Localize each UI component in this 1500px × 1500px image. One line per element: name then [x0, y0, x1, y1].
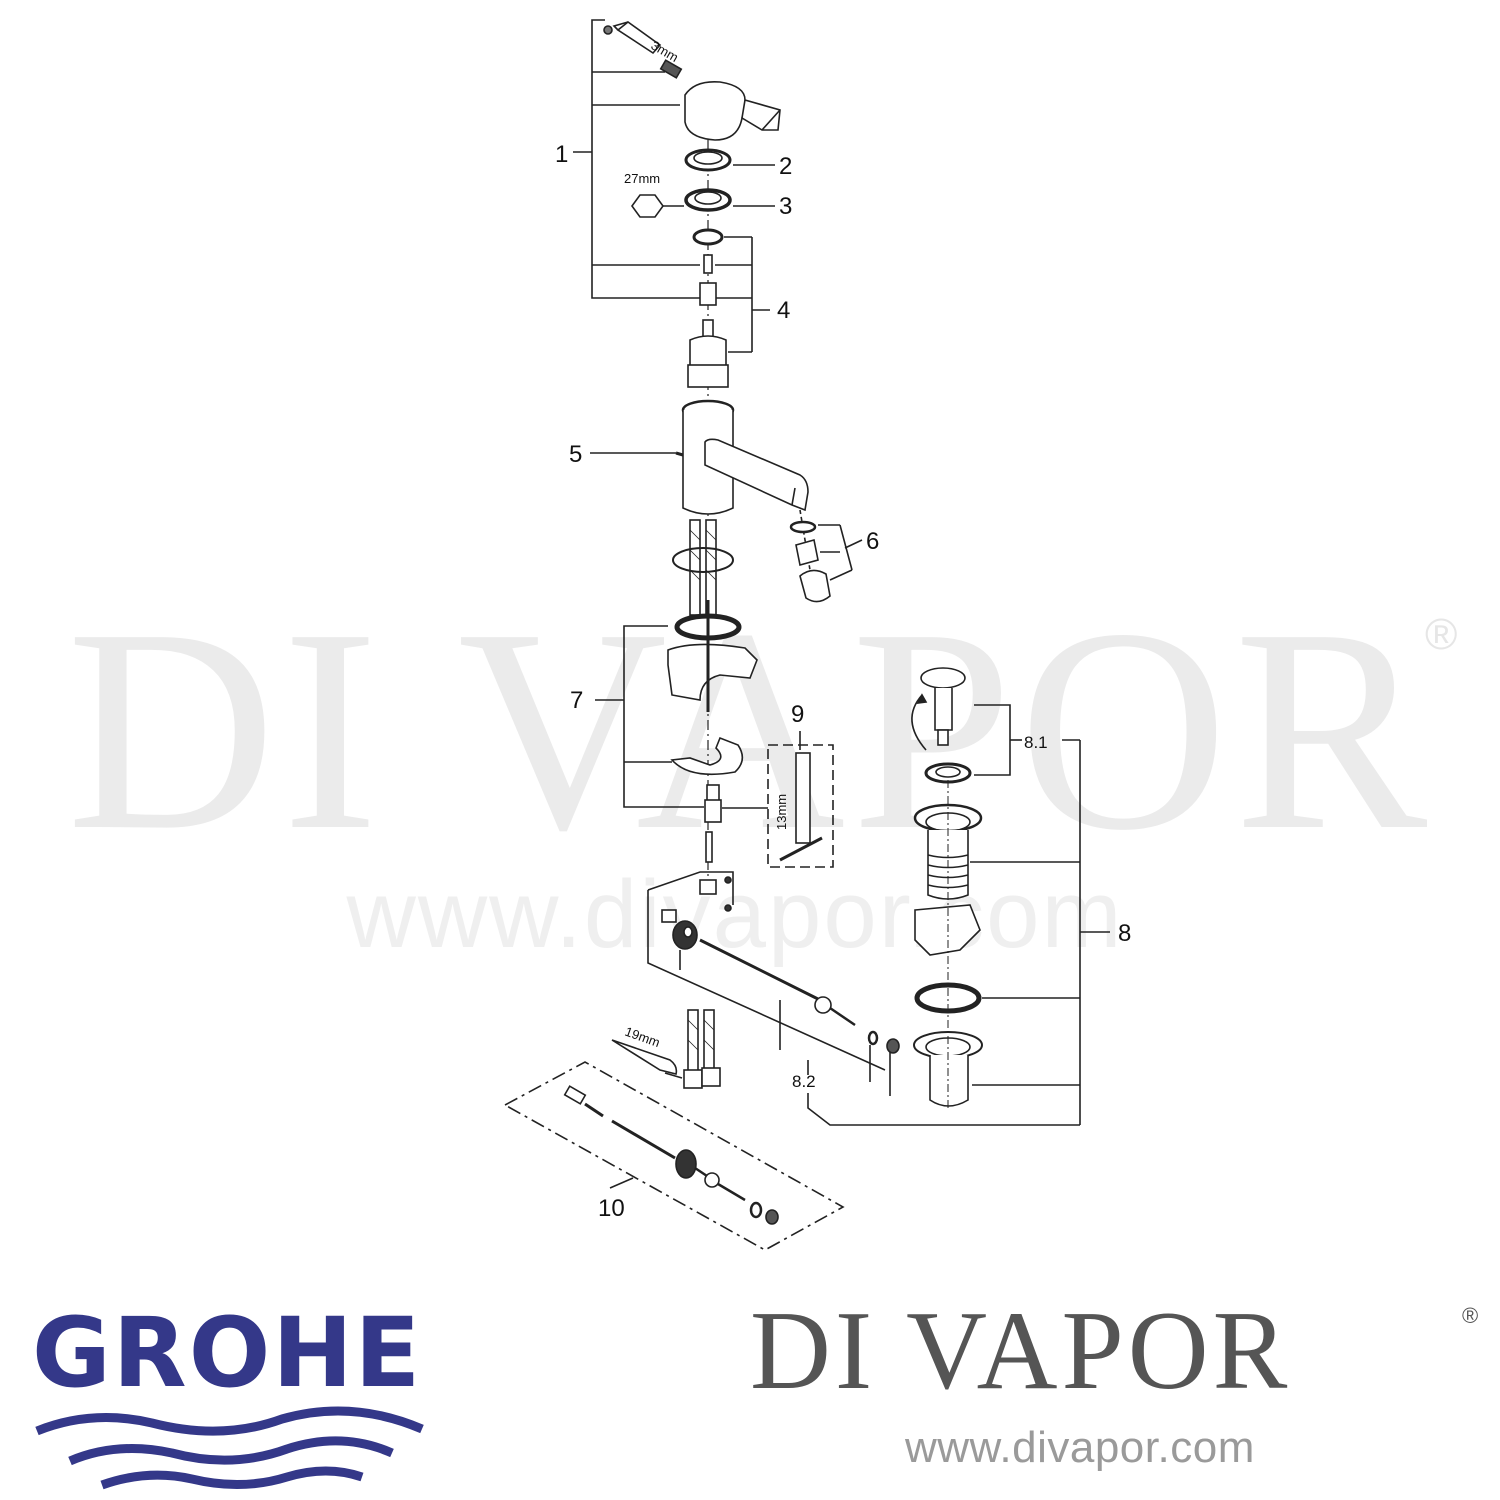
- divapor-wordmark: DI VAPOR: [750, 1289, 1292, 1413]
- grohe-waves-icon: [35, 1406, 424, 1490]
- pivot-rod-kit: [503, 1061, 845, 1251]
- divapor-url: www.divapor.com: [905, 1423, 1255, 1472]
- divapor-logo: DI VAPOR ® www.divapor.com: [750, 1289, 1490, 1472]
- nut-dimension: 27mm: [624, 171, 660, 186]
- callout-8-2: 8.2: [792, 1072, 816, 1091]
- waste-body: [913, 780, 983, 1110]
- watermark-brand: DI VAPOR: [66, 569, 1434, 890]
- tap-body: [675, 399, 809, 515]
- callout-8-1: 8.1: [1024, 733, 1048, 752]
- handle-kit: [603, 20, 781, 141]
- callout-10: 10: [598, 1195, 625, 1222]
- grohe-wordmark: GROHE: [32, 1297, 423, 1409]
- socket-wrench-box: [722, 731, 834, 868]
- callout-9: 9: [791, 701, 804, 728]
- callout-8: 8: [1118, 920, 1131, 947]
- callout-5: 5: [569, 441, 582, 468]
- linkage-clamp: [647, 871, 900, 1096]
- callout-2: 2: [779, 153, 792, 180]
- callout-4: 4: [777, 297, 790, 324]
- callout-7: 7: [570, 687, 583, 714]
- socket-dimension: 13mm: [774, 794, 789, 830]
- watermark-url: www.divapor.com: [346, 861, 1124, 968]
- callout-3: 3: [779, 193, 792, 220]
- divapor-registered-mark: ®: [1462, 1303, 1479, 1328]
- callout-6: 6: [866, 528, 879, 555]
- callout-1: 1: [555, 141, 568, 168]
- pop-up-plug: [911, 667, 972, 784]
- watermark-registered-mark: ®: [1425, 610, 1458, 659]
- grohe-logo: GROHE: [32, 1305, 442, 1496]
- supply-hoses: [683, 1009, 721, 1089]
